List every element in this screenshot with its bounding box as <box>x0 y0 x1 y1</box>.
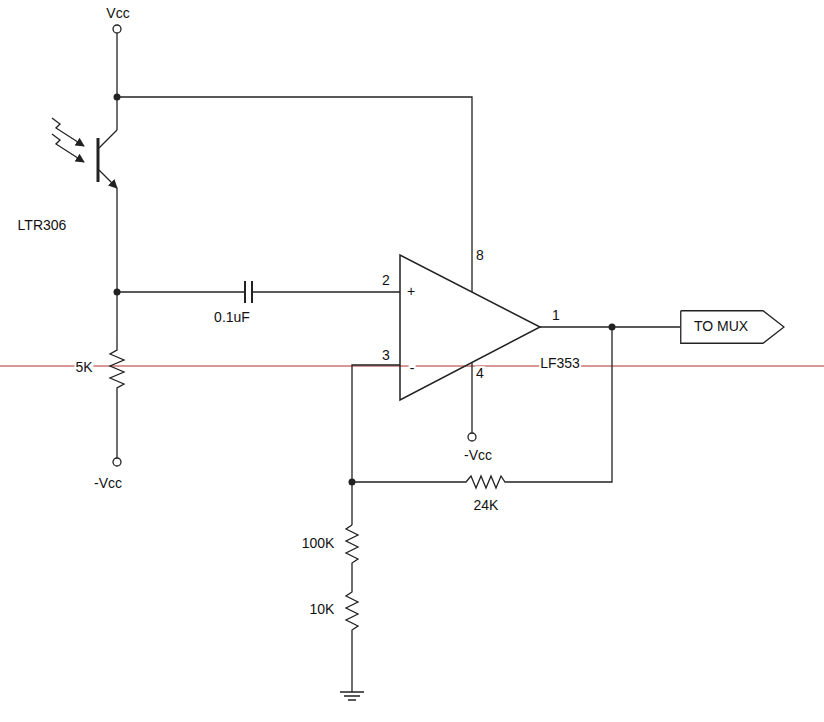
part-label: LTR306 <box>17 218 68 233</box>
pin-sign: - <box>409 361 416 376</box>
pin-number: 1 <box>551 308 561 323</box>
vcc-terminal <box>113 25 121 33</box>
phototransistor-emitter <box>99 170 117 188</box>
emitter-wire <box>116 188 117 340</box>
light-arrow <box>52 134 84 162</box>
pin-sign: + <box>406 284 416 299</box>
collector-wire <box>116 33 117 130</box>
supply-label: Vcc <box>105 6 130 21</box>
vee-terminal <box>113 458 121 466</box>
pin-number: 4 <box>475 366 485 381</box>
ground-symbol <box>340 692 364 700</box>
value-label: 10K <box>309 602 336 617</box>
resistor-symbol <box>110 340 124 458</box>
connector-label: TO MUX <box>680 310 785 334</box>
value-label: 100K <box>301 536 336 551</box>
supply-label: -Vcc <box>463 448 493 463</box>
value-label: 24K <box>473 498 500 513</box>
light-arrow <box>52 118 84 146</box>
part-label: LF353 <box>539 356 581 371</box>
vee-wire <box>471 363 472 433</box>
value-label: 0.1uF <box>213 310 251 325</box>
feedback-resistor <box>352 327 612 488</box>
pin-number: 3 <box>381 348 391 363</box>
junction-dots <box>114 94 616 486</box>
input-wire <box>252 291 400 292</box>
supply-wire <box>117 97 472 292</box>
inverting-wire <box>352 365 400 525</box>
pin-number: 2 <box>381 273 391 288</box>
phototransistor-collector <box>99 130 117 148</box>
resistor-divider <box>346 525 358 692</box>
pentagon-outline <box>681 311 784 344</box>
capacitor-symbol <box>244 281 246 303</box>
pin-number: 8 <box>475 248 485 263</box>
input-wire <box>117 291 245 292</box>
supply-label: -Vcc <box>93 476 123 491</box>
output-connector: TO MUX <box>680 310 785 344</box>
value-label: 5K <box>74 360 93 375</box>
phototransistor-base <box>97 138 100 182</box>
vee-terminal <box>468 433 476 441</box>
opamp-symbol <box>400 255 540 400</box>
